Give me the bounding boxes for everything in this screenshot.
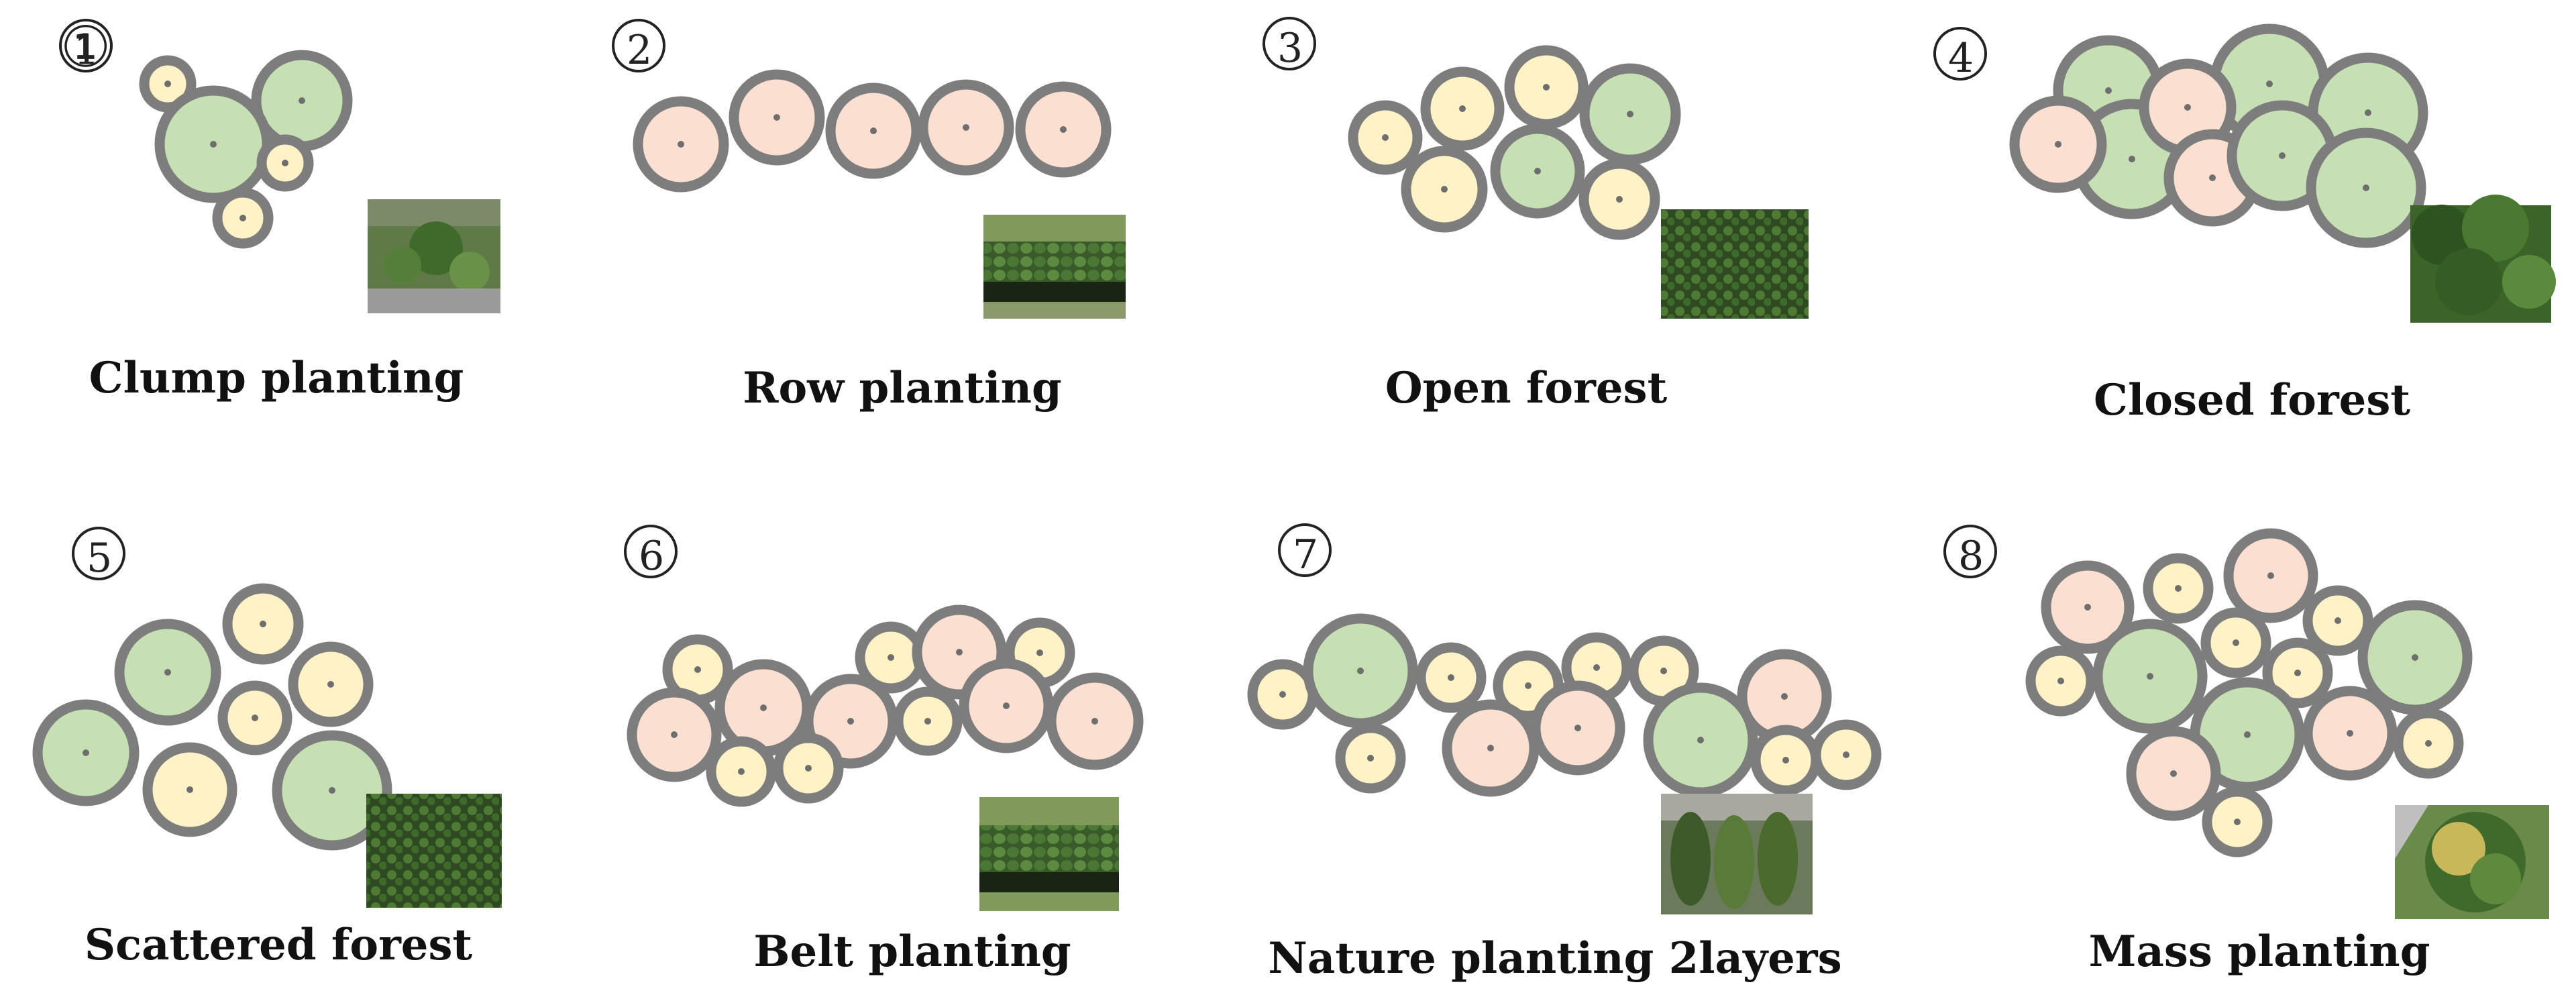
svg-text:2: 2 bbox=[627, 27, 652, 74]
panel-number: 6 bbox=[624, 525, 678, 580]
tree-crowns bbox=[627, 604, 1144, 807]
panel-number-text: ① bbox=[60, 14, 111, 80]
tree-crowns bbox=[32, 583, 392, 851]
panel-number: ① 1 bbox=[59, 14, 113, 80]
aerial-photo-nature bbox=[1661, 794, 1813, 914]
panel-label: Scattered forest bbox=[85, 920, 473, 970]
svg-text:3: 3 bbox=[1277, 25, 1303, 72]
panel-belt-planting: 6 Belt planting bbox=[624, 525, 1144, 977]
aerial-photo-row bbox=[983, 215, 1126, 319]
svg-text:5: 5 bbox=[87, 535, 112, 582]
panel-number: 4 bbox=[1933, 27, 1987, 82]
panel-label: Nature planting 2layers bbox=[1268, 933, 1841, 984]
aerial-photo-closed-forest bbox=[2410, 195, 2556, 323]
panel-label: Belt planting bbox=[753, 927, 1071, 977]
panel-label: Closed forest bbox=[2094, 375, 2410, 425]
panel-row-planting: 2 Row planting bbox=[612, 19, 1126, 413]
tree-crowns bbox=[2009, 23, 2428, 248]
aerial-photo-mass bbox=[2395, 805, 2549, 919]
aerial-photo-scattered-forest bbox=[366, 794, 502, 908]
svg-text:6: 6 bbox=[639, 533, 664, 580]
panel-closed-forest: 4 Closed forest bbox=[1933, 23, 2556, 425]
tree-crowns bbox=[2025, 528, 2473, 857]
tree-crowns bbox=[1247, 613, 1882, 798]
tree-crowns bbox=[633, 69, 1112, 193]
panel-open-forest: 3 Open forest bbox=[1263, 17, 1809, 413]
panel-label: Clump planting bbox=[89, 353, 464, 403]
panel-number: 8 bbox=[1943, 525, 1997, 580]
panel-nature-planting: 7 Nature planting 2layers bbox=[1247, 523, 1882, 984]
tree-crowns bbox=[1348, 45, 1681, 240]
panel-mass-planting: 8 Mass planting bbox=[1943, 525, 2549, 977]
panel-clump-planting: ① 1 Clump planting bbox=[59, 14, 500, 403]
panel-number: 5 bbox=[72, 527, 125, 582]
panel-label: Row planting bbox=[743, 363, 1061, 413]
tree-crowns bbox=[139, 50, 353, 249]
svg-text:4: 4 bbox=[1948, 35, 1974, 82]
aerial-photo-open-forest bbox=[1661, 209, 1809, 319]
panel-number: 7 bbox=[1278, 523, 1332, 578]
aerial-photo-clump bbox=[368, 199, 500, 313]
panel-number: 2 bbox=[612, 19, 665, 74]
panel-scattered-forest: 5 Scattered forest bbox=[32, 527, 502, 970]
aerial-photo-belt bbox=[979, 797, 1119, 911]
panel-number: 3 bbox=[1263, 17, 1316, 72]
svg-text:7: 7 bbox=[1293, 531, 1318, 578]
svg-text:1: 1 bbox=[74, 27, 99, 74]
panel-label: Open forest bbox=[1385, 363, 1668, 413]
panel-label: Mass planting bbox=[2089, 927, 2430, 977]
svg-text:8: 8 bbox=[1958, 533, 1984, 580]
